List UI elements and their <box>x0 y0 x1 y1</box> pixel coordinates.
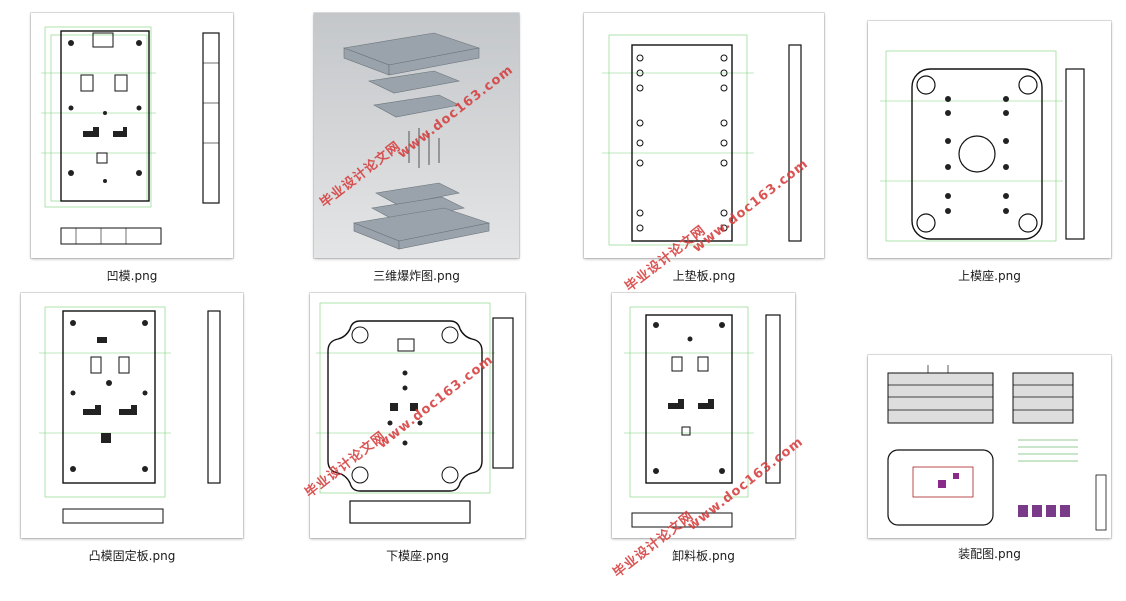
file-item[interactable]: 上模座.png <box>868 21 1111 283</box>
file-name[interactable]: 卸料板.png <box>672 549 735 563</box>
file-name[interactable]: 三维爆炸图.png <box>373 269 460 283</box>
stripper-plate-drawing-icon <box>624 306 781 528</box>
lower-die-base-drawing-icon <box>316 302 514 524</box>
file-name[interactable]: 凹模.png <box>106 269 158 283</box>
file-thumbnail[interactable] <box>21 293 243 538</box>
punch-retainer-plate-drawing-icon <box>39 306 221 524</box>
file-name[interactable]: 装配图.png <box>958 547 1021 561</box>
file-thumbnail[interactable] <box>612 293 795 538</box>
file-thumbnail[interactable] <box>31 13 233 258</box>
file-name[interactable]: 凸模固定板.png <box>88 549 176 563</box>
file-thumbnail[interactable] <box>868 355 1111 538</box>
file-item[interactable]: 上垫板.png <box>584 13 824 283</box>
file-thumbnail[interactable] <box>310 293 525 538</box>
file-name[interactable]: 上模座.png <box>958 269 1021 283</box>
upper-backing-plate-drawing-icon <box>602 34 802 246</box>
file-item[interactable]: 卸料板.png <box>612 293 795 563</box>
file-name[interactable]: 上垫板.png <box>672 269 736 283</box>
file-item[interactable]: 凸模固定板.png <box>21 293 243 563</box>
mold-plate-drawing-icon <box>41 26 220 245</box>
file-item[interactable]: 三维爆炸图.png <box>314 13 519 283</box>
file-thumbnail[interactable] <box>584 13 824 258</box>
upper-die-base-drawing-icon <box>880 50 1085 242</box>
file-item[interactable]: 装配图.png <box>868 355 1111 563</box>
file-item[interactable]: 凹模.png <box>31 13 233 283</box>
file-name[interactable]: 下模座.png <box>386 549 449 563</box>
file-thumbnail[interactable] <box>868 21 1111 258</box>
file-thumbnail[interactable] <box>314 13 519 258</box>
assembly-drawing-icon <box>887 365 1107 531</box>
exploded-3d-view-icon <box>314 13 519 258</box>
file-item[interactable]: 下模座.png <box>310 293 525 563</box>
